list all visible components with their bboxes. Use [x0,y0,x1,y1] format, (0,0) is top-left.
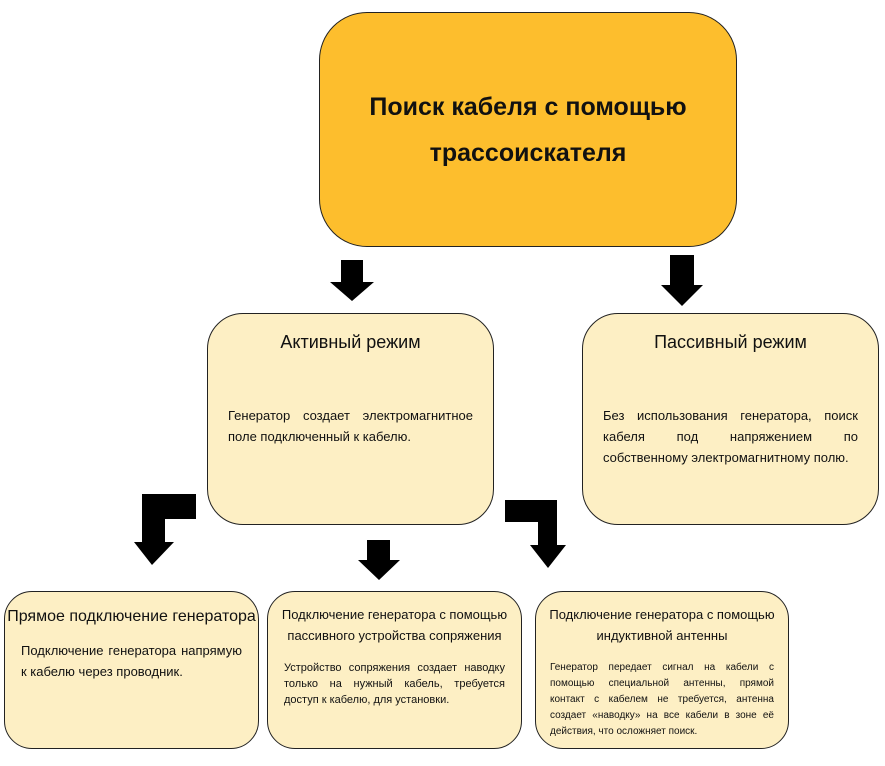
arrow-bent-to-direct-connection [134,494,196,565]
inductive-antenna-node: Подключение генератора с помощью индукти… [535,591,789,749]
active-mode-text: Генератор создает электромагнитное поле … [228,408,473,444]
direct-connection-node: Прямое подключение генератора Подключени… [4,591,259,749]
direct-connection-title: Прямое подключение генератора [7,608,256,625]
passive-device-node: Подключение генератора с помощью пассивн… [267,591,522,749]
direct-connection-text: Подключение генератора напрямую к кабелю… [21,643,242,679]
root-node: Поиск кабеля с помощью трассоискателя [319,12,737,247]
arrow-down-to-passive-mode [661,255,703,306]
inductive-antenna-text: Генератор передает сигнал на кабели с по… [550,662,774,737]
arrow-down-to-passive-device [358,540,400,580]
arrow-down-to-active-mode [330,260,374,301]
passive-mode-node: Пассивный режим Без использования генера… [582,313,879,525]
passive-mode-text: Без использования генератора, поиск кабе… [603,408,858,465]
active-mode-node: Активный режим Генератор создает электро… [207,313,494,525]
inductive-antenna-title: Подключение генератора с помощью индукти… [549,607,775,643]
active-mode-title: Активный режим [280,332,421,352]
passive-device-text: Устройство сопряжения создает наводку то… [284,662,505,706]
passive-mode-title: Пассивный режим [654,332,807,352]
arrow-bent-to-inductive-antenna [505,500,566,568]
passive-device-title: Подключение генератора с помощью пассивн… [281,607,508,643]
root-title: Поиск кабеля с помощью трассоискателя [369,92,687,167]
